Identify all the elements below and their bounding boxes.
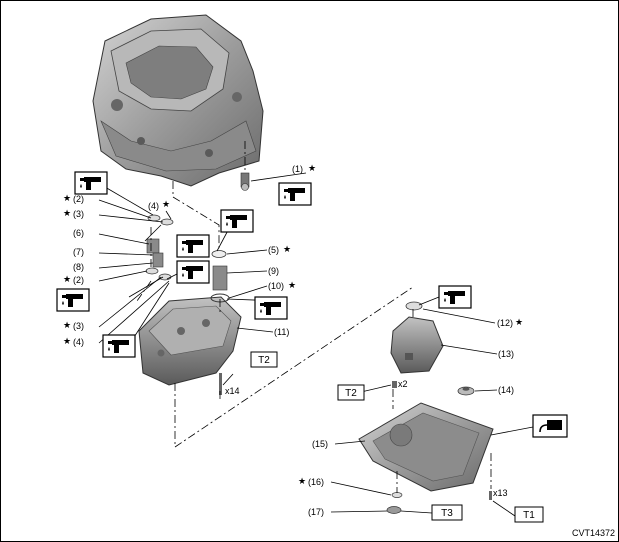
label-part-13: (13)	[498, 349, 514, 359]
label-part-16: (16)	[308, 477, 324, 487]
label-part-7: (7)	[73, 247, 84, 257]
fluid-application-icon	[176, 260, 210, 284]
fluid-application-icon	[176, 234, 210, 258]
fluid-application-icon	[102, 334, 136, 358]
transmission-fluid-icon	[532, 414, 568, 438]
label-part-5: (5)	[268, 245, 279, 255]
torque-box-t2-strainer: T2	[337, 384, 365, 401]
fluid-application-icon	[438, 285, 472, 309]
leader-lines	[98, 172, 534, 517]
label-part-12: (12)	[497, 318, 513, 328]
fluid-application-icon	[56, 288, 90, 312]
torque-t1: T1	[523, 510, 535, 521]
label-part-3a: (3)	[73, 209, 84, 219]
label-part-8: (8)	[73, 262, 84, 272]
label-part-6: (6)	[73, 228, 84, 238]
label-part-2a: (2)	[73, 194, 84, 204]
star-icon: ★	[162, 199, 170, 209]
small-parts	[145, 172, 492, 514]
control-valve-body	[138, 296, 242, 386]
star-icon: ★	[298, 476, 306, 486]
count-x13: x13	[493, 488, 508, 498]
oil-apply-icons	[56, 171, 568, 438]
torque-labels: T2 T2 T3 T1	[250, 351, 544, 523]
count-x14: x14	[225, 386, 240, 396]
fluid-application-icon	[74, 171, 108, 195]
label-part-4b: (4)	[73, 337, 84, 347]
star-icon: ★	[283, 244, 291, 254]
label-part-4-top: (4)	[148, 201, 159, 211]
label-part-9: (9)	[268, 266, 279, 276]
oil-strainer	[390, 316, 444, 374]
torque-box-t1: T1	[514, 506, 544, 523]
figure-id: CVT14372	[572, 528, 615, 538]
star-icon: ★	[288, 280, 296, 290]
star-icon: ★	[63, 336, 71, 346]
star-icon: ★	[63, 193, 71, 203]
star-icon: ★	[63, 274, 71, 284]
star-icon: ★	[63, 320, 71, 330]
label-part-11: (11)	[274, 327, 289, 337]
fluid-application-icon	[278, 182, 312, 206]
torque-t3: T3	[441, 508, 453, 519]
torque-t2-valve: T2	[258, 355, 270, 366]
label-part-17: (17)	[308, 507, 324, 517]
star-icon: ★	[308, 163, 316, 173]
fluid-application-icon	[220, 209, 254, 233]
label-part-14: (14)	[498, 385, 514, 395]
label-part-1: (1)	[292, 164, 303, 174]
transmission-case	[92, 14, 264, 187]
replace-part-markers: ★ ★ ★ ★ ★ ★ ★ ★ ★ ★ ★	[63, 163, 523, 486]
label-part-3b: (3)	[73, 321, 84, 331]
label-part-15: (15)	[312, 439, 328, 449]
count-x2: x2	[398, 379, 408, 389]
torque-box-t3: T3	[431, 504, 463, 521]
star-icon: ★	[63, 208, 71, 218]
label-part-10: (10)	[268, 281, 284, 291]
fluid-application-icon	[254, 296, 288, 320]
star-icon: ★	[515, 317, 523, 327]
part-labels: (1) (4) (2) (3) (6) (7) (8) (2) (3) (4) …	[73, 164, 514, 517]
label-part-2b: (2)	[73, 275, 84, 285]
torque-box-t2-valve: T2	[250, 351, 278, 368]
oil-pan	[358, 402, 494, 492]
torque-t2-strainer: T2	[345, 388, 357, 399]
assembly-lines	[136, 141, 492, 493]
